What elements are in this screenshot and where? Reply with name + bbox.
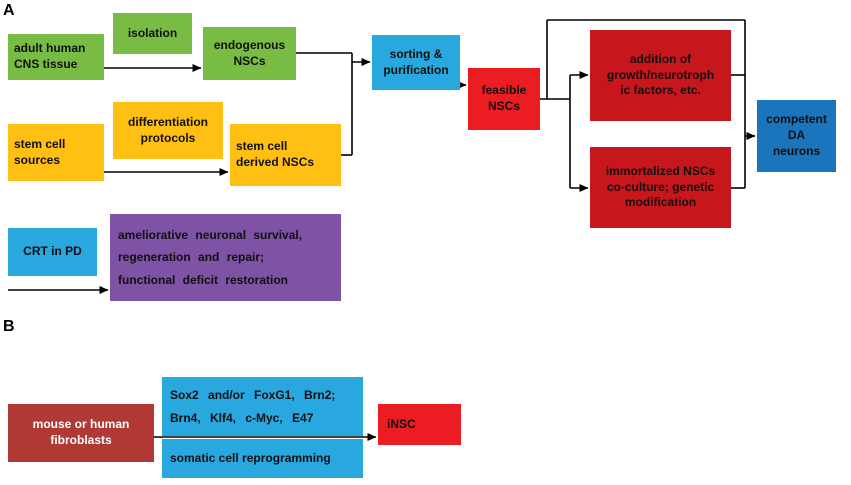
node-isolation: isolation [113,13,192,54]
node-adult-human-cns-tissue: adult human CNS tissue [8,34,104,80]
node-feasible-nscs: feasible NSCs [468,68,540,130]
node-stem-cell-sources: stem cell sources [8,124,104,181]
node-reprogramming-factors: Sox2 and/or FoxG1, Brn2; Brn4, Klf4, c-M… [162,377,363,436]
node-endogenous-nscs: endogenous NSCs [203,27,296,80]
panel-b-label: B [3,318,15,335]
node-somatic-cell-reprogramming: somatic cell reprogramming [162,439,363,478]
node-competent-da-neurons: competent DA neurons [757,100,836,172]
panel-a-label: A [3,2,15,19]
node-sorting-purification: sorting & purification [372,35,460,90]
node-immortalized-nscs: immortalized NSCs co-culture; genetic mo… [590,147,731,228]
node-ameliorative-outcomes: ameliorative neuronal survival, regenera… [110,214,341,301]
node-stem-cell-derived-nscs: stem cell derived NSCs [230,124,341,186]
node-addition-growth-factors: addition of growth/neurotroph ic factors… [590,30,731,121]
node-crt-in-pd: CRT in PD [8,228,97,276]
node-differentiation-protocols: differentiation protocols [113,102,223,159]
node-mouse-human-fibroblasts: mouse or human fibroblasts [8,404,154,462]
node-insc: iNSC [378,404,461,445]
